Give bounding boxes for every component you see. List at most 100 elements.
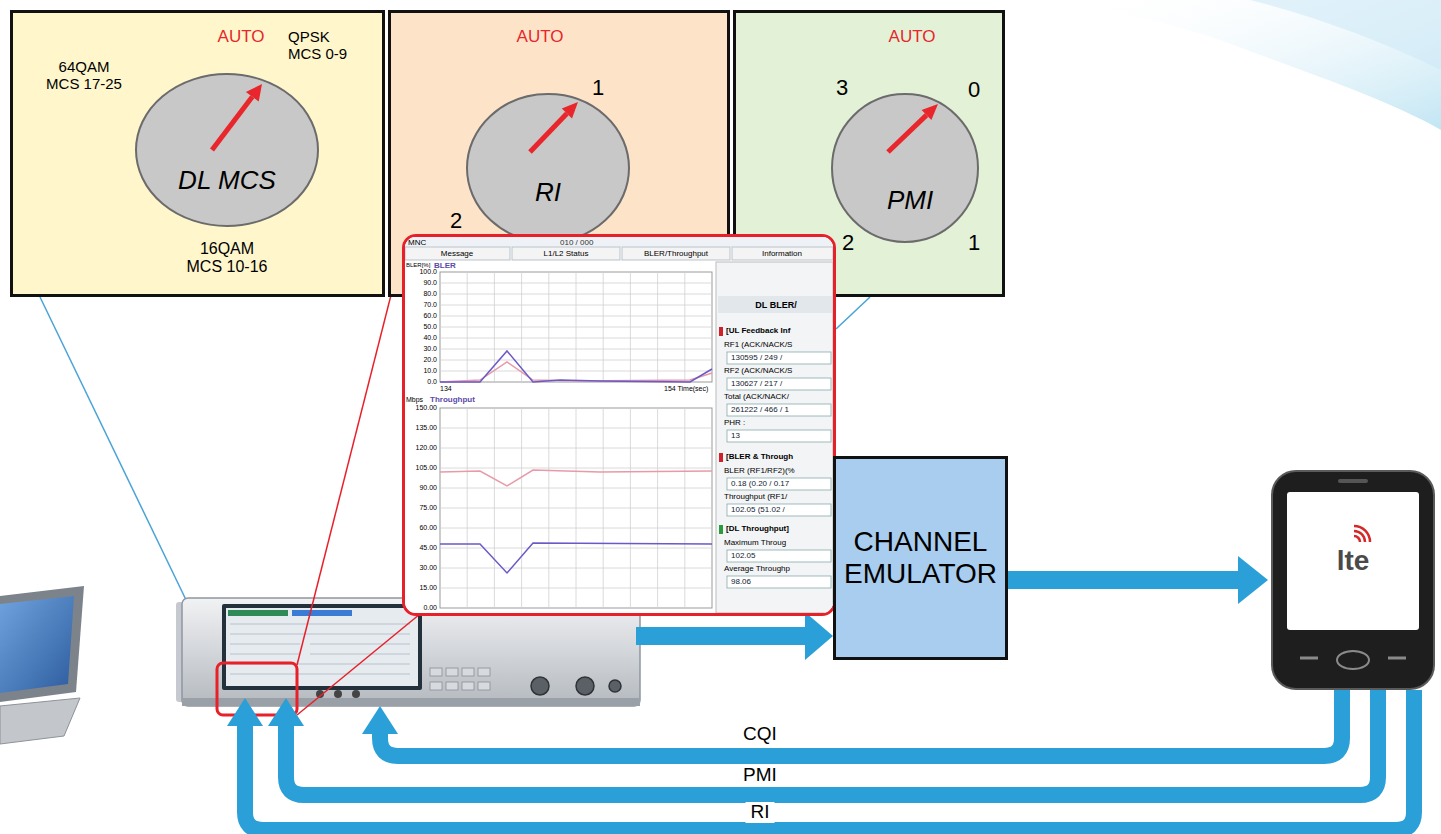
dial-setting: AUTO	[218, 27, 265, 47]
screen-text: 154 Time(sec)	[664, 385, 708, 393]
screen-text: 20.0	[423, 356, 437, 364]
screen-text: 30.00	[419, 564, 437, 572]
flow-arrow	[1008, 556, 1268, 604]
screen-drawing	[405, 237, 833, 613]
dial-setting: 1	[592, 75, 604, 100]
test-instrument	[576, 677, 594, 695]
info-panel	[716, 262, 833, 613]
screen-text: 90.0	[423, 279, 437, 287]
screen-text: [BLER & Through	[726, 452, 793, 461]
phone-drawing	[1287, 492, 1419, 630]
screen-text: Message	[441, 249, 473, 258]
screen-text: 0.00	[423, 604, 437, 612]
leader-line	[40, 297, 188, 604]
logo-waves	[1354, 526, 1370, 542]
screen-text: 134	[440, 385, 452, 393]
test-instrument	[446, 668, 458, 676]
dial-setting: 64QAM MCS 17-25	[44, 58, 124, 93]
logo-text: lte	[1337, 545, 1370, 577]
phone-drawing	[1338, 479, 1368, 483]
screen-text: BLER (RF1/RF2)(%	[724, 466, 795, 475]
screen-text: Mbps	[406, 396, 423, 404]
chart-frame	[440, 408, 712, 608]
dial-shape	[530, 114, 567, 153]
dial-setting: AUTO	[889, 27, 936, 47]
phone-drawing	[1337, 651, 1369, 669]
test-instrument	[228, 610, 288, 616]
screen-text: [UL Feedback Inf	[726, 326, 790, 335]
value-box	[727, 430, 831, 442]
dial-knob: RI	[465, 92, 631, 244]
screen-text: 90.00	[419, 484, 437, 492]
screen-text: 80.0	[423, 290, 437, 298]
screen-text: BLER/Throughput	[644, 249, 708, 258]
test-instrument	[462, 682, 474, 690]
screen-text: 13	[731, 431, 740, 440]
dial-shape	[467, 94, 629, 242]
value-box	[727, 404, 831, 416]
screen-text: DL BLER/	[755, 300, 796, 310]
screen-text: 30.0	[423, 345, 437, 353]
info-panel	[716, 262, 833, 613]
chart-frame	[440, 272, 712, 382]
dial-name: RI	[535, 178, 561, 208]
dial-knob: DL MCS	[134, 72, 320, 228]
screen-text: Throughput	[430, 395, 475, 404]
test-instrument	[430, 668, 442, 676]
logo-waves	[1354, 531, 1365, 542]
dial-setting: 3	[836, 75, 848, 100]
zoom-line	[297, 614, 420, 715]
value-box	[727, 378, 831, 390]
screen-drawing	[405, 237, 833, 247]
screen-text: 75.00	[419, 504, 437, 512]
dial-shape	[465, 92, 631, 244]
screen-text: 50.0	[423, 323, 437, 331]
screen-text: L1/L2 Status	[544, 249, 589, 258]
dial-setting: 1	[968, 230, 980, 255]
signal-label: CQI	[738, 724, 782, 745]
logo-waves	[1354, 526, 1370, 542]
laptop-computer	[0, 596, 74, 693]
dial-setting: 2	[450, 208, 462, 233]
test-instrument	[292, 610, 352, 616]
feedback-arrowhead	[227, 698, 263, 726]
tab-cell	[512, 247, 620, 260]
dial-shape	[134, 72, 320, 228]
test-instrument	[226, 608, 418, 686]
info-panel	[719, 453, 723, 462]
phone-drawing	[1268, 468, 1438, 692]
phone-device: lte	[1268, 468, 1438, 692]
screen-text: 45.00	[419, 544, 437, 552]
feedback-arrowhead	[268, 698, 304, 726]
chart-frame	[440, 408, 712, 608]
leader-line	[836, 297, 870, 329]
chart-line	[440, 543, 712, 573]
test-instrument	[462, 668, 474, 676]
signal-arrow	[636, 612, 833, 660]
screen-text: 130627 / 217 /	[731, 379, 782, 388]
logo-waves	[1354, 536, 1360, 542]
dial-knob: PMI	[830, 92, 980, 244]
screen-text: 102.05	[731, 551, 755, 560]
screen-text: 98.06	[731, 577, 751, 586]
screen-text: 150.00	[416, 404, 437, 412]
dial-setting: QPSK MCS 0-9	[288, 28, 352, 63]
screen-text: 60.00	[419, 524, 437, 532]
screen-text: 10.0	[423, 367, 437, 375]
test-instrument	[609, 680, 621, 692]
corner-decoration	[1060, 0, 1441, 130]
dial-name: PMI	[887, 186, 933, 216]
value-box	[727, 478, 831, 490]
screen-text: 100.0	[419, 268, 437, 276]
screen-text: [DL Throughput]	[726, 524, 789, 533]
dial-shape	[922, 104, 938, 120]
tab-cell	[405, 247, 833, 260]
screen-text: 0.0	[427, 378, 437, 386]
chart-line	[440, 362, 712, 382]
dial-shape	[562, 102, 578, 118]
info-panel	[719, 327, 723, 336]
feedback-arrowhead	[362, 706, 398, 734]
screen-text: MNC	[408, 238, 426, 247]
screen-text: 102.05 (51.02 /	[731, 505, 785, 514]
dial-shape	[136, 74, 318, 226]
